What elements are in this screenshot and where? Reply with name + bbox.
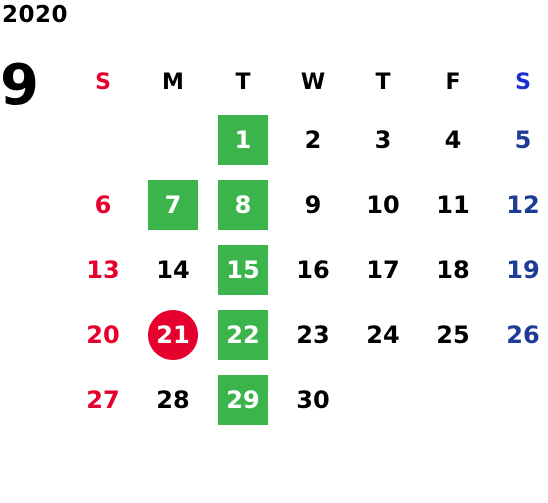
day-cell-18[interactable]: 18 <box>418 237 488 302</box>
day-cell-8[interactable]: 8 <box>208 172 278 237</box>
day-number: 11 <box>436 190 470 219</box>
day-number: 2 <box>304 125 322 154</box>
day-cell-20[interactable]: 20 <box>68 302 138 367</box>
day-cell-12[interactable]: 12 <box>488 172 548 237</box>
day-number: 22 <box>226 320 260 349</box>
calendar-year: 2020 <box>2 2 69 28</box>
highlight-marker <box>218 244 268 295</box>
day-cell-21[interactable]: 21 <box>138 302 208 367</box>
day-number: 9 <box>304 190 322 219</box>
calendar-month: 9 <box>0 53 39 118</box>
day-number: 13 <box>86 255 120 284</box>
weekday-header-tue: T <box>235 69 251 95</box>
day-number: 21 <box>156 320 190 349</box>
day-cell-25[interactable]: 25 <box>418 302 488 367</box>
day-cell-14[interactable]: 14 <box>138 237 208 302</box>
highlight-marker <box>148 179 198 230</box>
day-cell-11[interactable]: 11 <box>418 172 488 237</box>
day-number: 18 <box>436 255 470 284</box>
day-cell-3[interactable]: 3 <box>348 107 418 172</box>
day-number: 14 <box>156 255 190 284</box>
day-number: 20 <box>86 320 120 349</box>
day-cell-16[interactable]: 16 <box>278 237 348 302</box>
weekday-header-mon: M <box>162 69 184 95</box>
day-cell-19[interactable]: 19 <box>488 237 548 302</box>
day-number: 16 <box>296 255 330 284</box>
day-cell-26[interactable]: 26 <box>488 302 548 367</box>
empty-day-cell <box>138 107 208 172</box>
day-cell-1[interactable]: 1 <box>208 107 278 172</box>
day-number: 27 <box>86 385 120 414</box>
day-number: 30 <box>296 385 330 414</box>
weekday-header-sat: S <box>515 69 531 95</box>
day-number: 15 <box>226 255 260 284</box>
day-cell-15[interactable]: 15 <box>208 237 278 302</box>
weekday-header-fri: F <box>445 69 461 95</box>
day-number: 12 <box>506 190 540 219</box>
weekday-header-wed: W <box>300 69 326 95</box>
day-number: 1 <box>234 125 252 154</box>
today-marker <box>148 309 198 360</box>
day-number: 7 <box>164 190 182 219</box>
highlight-marker <box>218 374 268 425</box>
day-cell-23[interactable]: 23 <box>278 302 348 367</box>
day-number: 26 <box>506 320 540 349</box>
empty-day-cell <box>68 107 138 172</box>
day-number: 10 <box>366 190 400 219</box>
weekday-header-thu: T <box>375 69 391 95</box>
day-number: 24 <box>366 320 400 349</box>
day-number: 3 <box>374 125 392 154</box>
day-cell-27[interactable]: 27 <box>68 367 138 432</box>
day-cell-17[interactable]: 17 <box>348 237 418 302</box>
day-cell-24[interactable]: 24 <box>348 302 418 367</box>
day-cell-28[interactable]: 28 <box>138 367 208 432</box>
highlight-marker <box>218 309 268 360</box>
day-cell-6[interactable]: 6 <box>68 172 138 237</box>
highlight-marker <box>218 179 268 230</box>
day-number: 6 <box>94 190 112 219</box>
day-number: 28 <box>156 385 190 414</box>
day-cell-4[interactable]: 4 <box>418 107 488 172</box>
day-cell-30[interactable]: 30 <box>278 367 348 432</box>
day-number: 19 <box>506 255 540 284</box>
day-number: 29 <box>226 385 260 414</box>
day-cell-7[interactable]: 7 <box>138 172 208 237</box>
day-number: 25 <box>436 320 470 349</box>
day-number: 17 <box>366 255 400 284</box>
highlight-marker <box>218 114 268 165</box>
day-cell-10[interactable]: 10 <box>348 172 418 237</box>
day-number: 8 <box>234 190 252 219</box>
day-cell-9[interactable]: 9 <box>278 172 348 237</box>
day-cell-5[interactable]: 5 <box>488 107 548 172</box>
day-cell-22[interactable]: 22 <box>208 302 278 367</box>
day-number: 23 <box>296 320 330 349</box>
weekday-header-sun: S <box>95 69 111 95</box>
day-cell-2[interactable]: 2 <box>278 107 348 172</box>
day-number: 4 <box>444 125 462 154</box>
day-cell-29[interactable]: 29 <box>208 367 278 432</box>
day-number: 5 <box>514 125 532 154</box>
day-cell-13[interactable]: 13 <box>68 237 138 302</box>
